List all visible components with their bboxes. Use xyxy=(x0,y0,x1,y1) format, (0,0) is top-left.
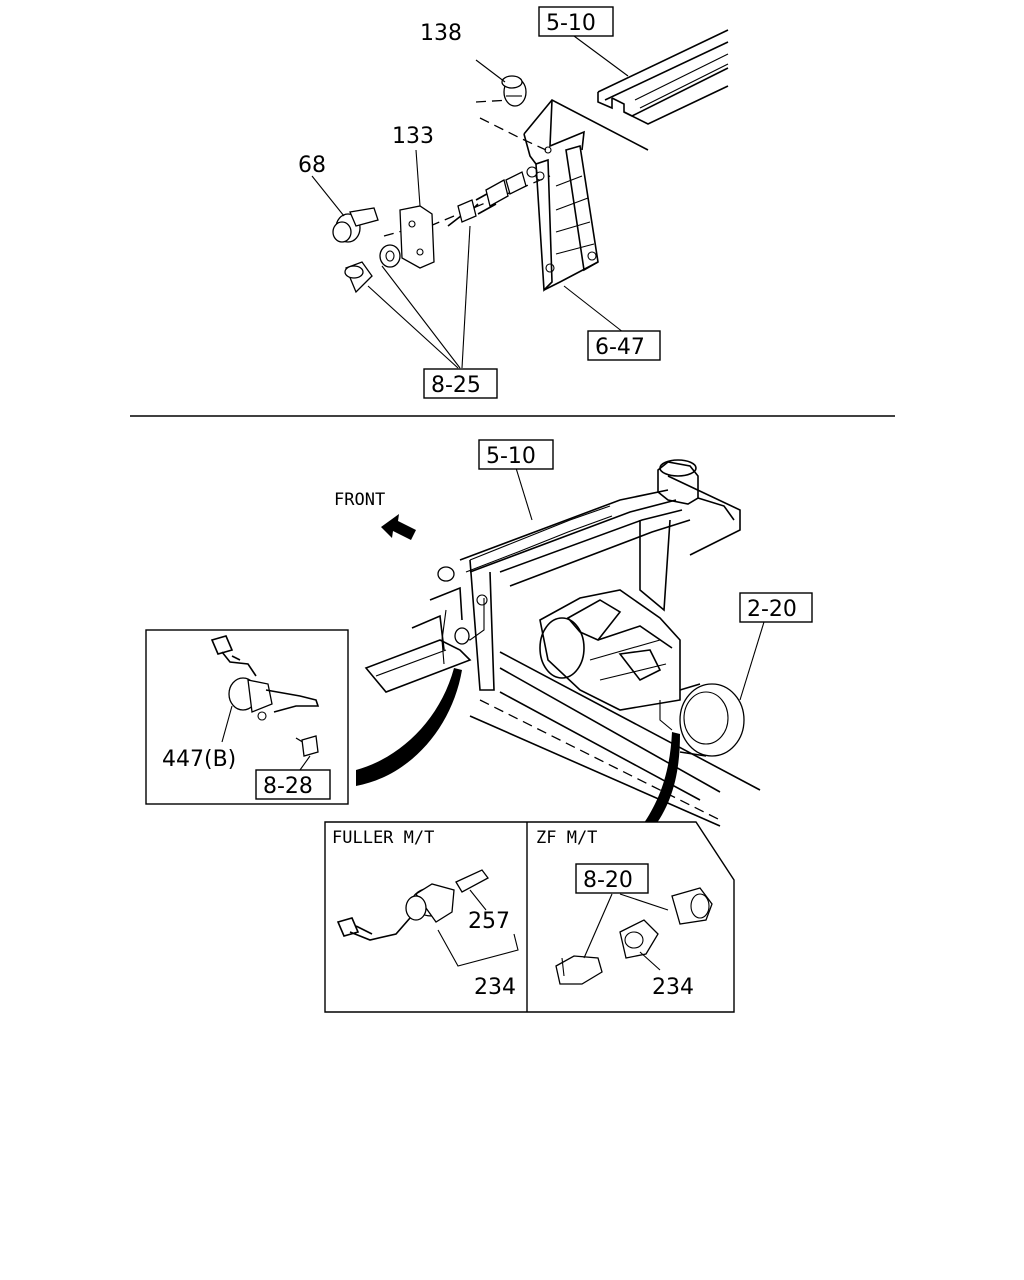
frame-rail-top xyxy=(597,29,729,125)
bottom-assembly-view: FRONT xyxy=(145,439,813,1013)
zf-callout-234: 234 xyxy=(652,975,694,1000)
zf-variant: ZF M/T 8-20 234 xyxy=(536,828,713,1000)
inset-transmission-variants: FULLER M/T 257 234 ZF M/T 8-20 xyxy=(324,821,735,1013)
callout-133: 133 xyxy=(392,124,434,149)
detail-pointer-right xyxy=(642,732,680,830)
ref-box-8-25: 8-25 xyxy=(423,368,498,399)
ref-box-2-20: 2-20 xyxy=(739,592,813,623)
svg-text:5-10: 5-10 xyxy=(486,444,536,469)
wire-harness-bottom xyxy=(437,505,673,731)
nut-138 xyxy=(501,75,527,107)
bolt-68 xyxy=(332,207,379,243)
cap xyxy=(344,261,373,294)
front-arrow-icon xyxy=(381,514,416,540)
bracket xyxy=(523,98,649,292)
fuller-callout-234: 234 xyxy=(474,975,516,1000)
callout-447b: 447(B) xyxy=(162,747,236,772)
fuller-callout-257: 257 xyxy=(468,909,510,934)
zf-title: ZF M/T xyxy=(536,828,597,848)
ref-box-5-10-top: 5-10 xyxy=(538,6,614,37)
fuller-variant: FULLER M/T 257 234 xyxy=(332,828,519,1000)
svg-text:5-10: 5-10 xyxy=(546,11,596,36)
detail-pointer-left xyxy=(356,668,462,786)
ref-box-6-47: 6-47 xyxy=(587,330,661,361)
plate-133 xyxy=(399,205,435,269)
inset-447b: 447(B) 8-28 xyxy=(145,629,349,805)
svg-text:8-28: 8-28 xyxy=(263,774,313,799)
ref-box-5-10-bottom: 5-10 xyxy=(478,439,554,470)
svg-text:2-20: 2-20 xyxy=(747,597,797,622)
svg-text:6-47: 6-47 xyxy=(595,335,645,360)
svg-text:8-25: 8-25 xyxy=(431,373,481,398)
callout-138: 138 xyxy=(420,21,462,46)
transmission xyxy=(539,589,745,757)
svg-text:8-20: 8-20 xyxy=(583,868,633,893)
frame-rail-bottom xyxy=(364,459,761,827)
ref-box-8-20: 8-20 xyxy=(575,863,649,894)
top-exploded-view: 138 133 68 5-10 6-47 8-25 xyxy=(298,6,729,399)
fuller-title: FULLER M/T xyxy=(332,828,434,848)
ref-box-8-28: 8-28 xyxy=(255,769,331,800)
wire-harness-top xyxy=(447,166,538,227)
washer xyxy=(379,244,401,268)
callout-68: 68 xyxy=(298,153,326,178)
front-label: FRONT xyxy=(334,490,385,510)
